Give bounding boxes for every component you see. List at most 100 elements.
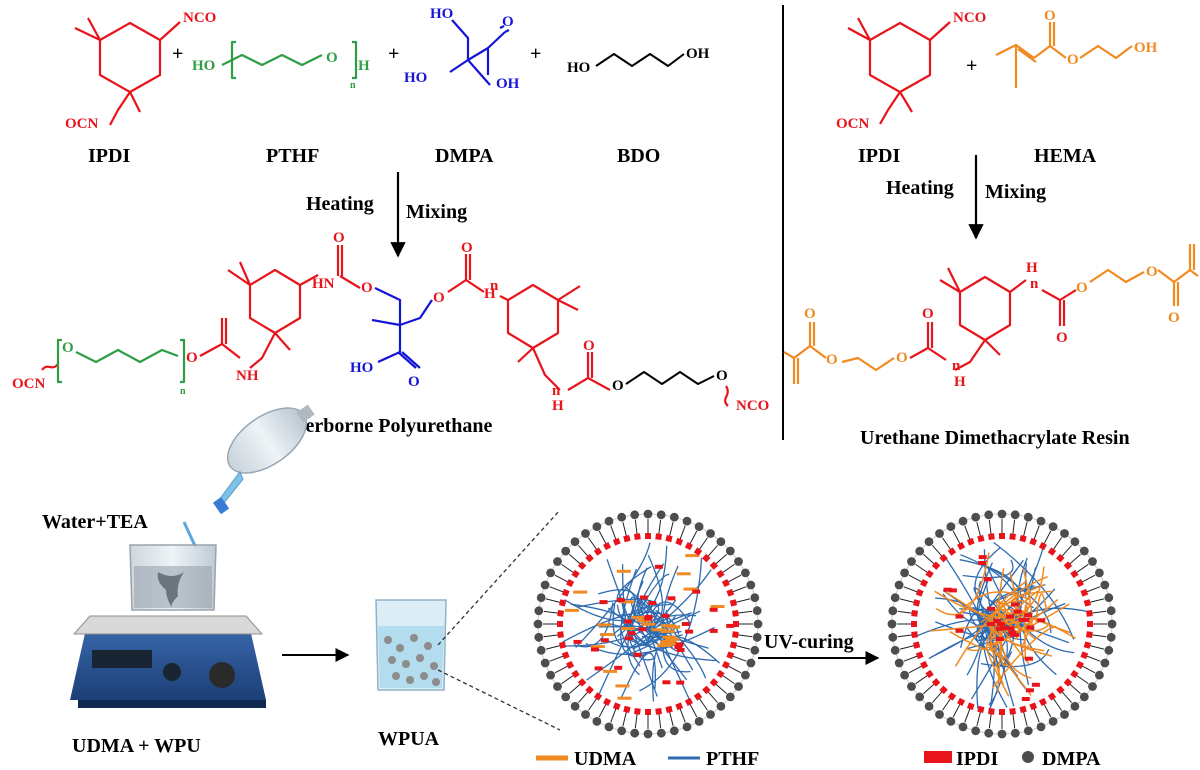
plus-sign: + xyxy=(388,43,399,65)
shell-tail xyxy=(545,598,561,603)
udma-network xyxy=(997,568,1032,679)
ipdi-block xyxy=(925,569,934,579)
ipdi-block xyxy=(1025,656,1033,661)
svg-text:O: O xyxy=(583,338,595,354)
svg-text:HO: HO xyxy=(430,6,453,22)
separatory-funnel-icon xyxy=(212,404,315,515)
ipdi-block xyxy=(1011,632,1020,637)
ipdi-block xyxy=(955,628,964,633)
svg-text:n: n xyxy=(1030,276,1039,292)
ipdi-block xyxy=(1018,617,1027,622)
svg-text:O: O xyxy=(433,290,445,306)
dmpa-bead xyxy=(540,580,550,590)
reactant-label-hema: HEMA xyxy=(1034,145,1097,167)
shell-tail xyxy=(1089,645,1105,650)
svg-text:O: O xyxy=(804,306,816,322)
shell-tail xyxy=(1043,703,1052,718)
dmpa-bead xyxy=(1095,670,1104,680)
liquid-stream xyxy=(182,521,198,549)
shell-tail xyxy=(903,586,918,593)
ipdi-block xyxy=(624,636,633,641)
ipdi-block xyxy=(915,588,924,597)
shell-tail xyxy=(634,713,638,729)
dmpa-bead xyxy=(888,606,898,616)
ipdi-block xyxy=(566,660,575,669)
ipdi-block xyxy=(571,669,580,679)
shell-tail xyxy=(658,713,662,729)
ipdi-block xyxy=(1087,621,1093,627)
dmpa-bead xyxy=(1023,512,1033,522)
ipdi-block xyxy=(638,627,647,632)
dmpa-bead xyxy=(750,593,760,603)
ipdi-block xyxy=(726,651,735,660)
ipdi-block xyxy=(667,596,676,601)
ipdi-block xyxy=(675,537,684,546)
dmpa-bead xyxy=(553,557,562,566)
ipdi-block xyxy=(1011,602,1020,607)
dmpa-bead xyxy=(915,692,925,702)
ipdi-block xyxy=(1075,579,1084,588)
pthf-chain xyxy=(646,625,709,649)
dmpa-bead xyxy=(656,728,666,738)
ipdi-block xyxy=(911,610,918,617)
ipdi-block xyxy=(948,588,957,593)
shell-tail xyxy=(941,697,952,711)
ipdi-block xyxy=(939,685,948,695)
dmpa-bead xyxy=(1048,717,1058,726)
dmpa-bead xyxy=(592,522,602,531)
ipdi-block xyxy=(702,685,711,695)
ipdi-block xyxy=(1070,569,1079,579)
udma-network xyxy=(958,591,1031,615)
svg-text:HO: HO xyxy=(350,360,373,376)
shell-tail xyxy=(707,545,718,557)
udma-network xyxy=(1035,593,1048,623)
dmpa-bead xyxy=(725,692,735,702)
shell-tail xyxy=(1052,537,1063,551)
svg-text:O: O xyxy=(922,306,934,322)
atom-label: NCO xyxy=(183,10,216,26)
ipdi-block xyxy=(676,648,685,652)
dmpa-bead xyxy=(561,692,571,702)
ipdi-block xyxy=(644,615,653,619)
dmpa-bead xyxy=(1104,593,1114,603)
shell-tail xyxy=(923,554,935,565)
vortex-icon xyxy=(157,572,184,608)
ipdi-block xyxy=(676,680,685,685)
ipdi-block xyxy=(978,561,986,565)
ipdi-block xyxy=(557,621,563,627)
pthf-chain xyxy=(1005,651,1013,662)
ipdi-block xyxy=(999,709,1005,715)
dmpa-bead xyxy=(915,546,925,556)
dmpa-bead xyxy=(630,510,640,520)
pthf-chain xyxy=(621,564,656,661)
red-block-icon xyxy=(924,751,952,763)
dmpa-bead xyxy=(890,593,900,603)
shell-tail xyxy=(1075,674,1089,685)
shell-tail xyxy=(897,634,913,638)
pthf-chain xyxy=(621,602,660,646)
shell-tail xyxy=(1033,708,1040,723)
shell-tail xyxy=(598,530,607,545)
shell-tail xyxy=(1086,655,1101,662)
shell-tail xyxy=(707,691,718,703)
shell-tail xyxy=(964,708,971,723)
ipdi-block xyxy=(692,589,701,594)
shell-tail xyxy=(941,537,952,551)
pthf-structure: HO O n H xyxy=(192,40,370,91)
ipdi-block xyxy=(623,705,631,714)
svg-text:n: n xyxy=(350,80,356,91)
shell-tail xyxy=(715,683,727,694)
udma-network xyxy=(994,612,1037,665)
pthf-chain xyxy=(978,580,1006,672)
ipdi-block xyxy=(585,685,594,695)
ipdi-block xyxy=(733,621,739,627)
udma-network xyxy=(980,584,1044,623)
ipdi-block xyxy=(912,599,921,607)
ipdi-block xyxy=(726,623,735,628)
ipdi-block xyxy=(590,647,599,652)
ipdi-block xyxy=(599,600,608,605)
svg-text:H: H xyxy=(552,398,564,414)
reagent-label: Water+TEA xyxy=(42,511,148,533)
pthf-chain xyxy=(575,542,651,648)
ipdi-block xyxy=(939,553,948,563)
